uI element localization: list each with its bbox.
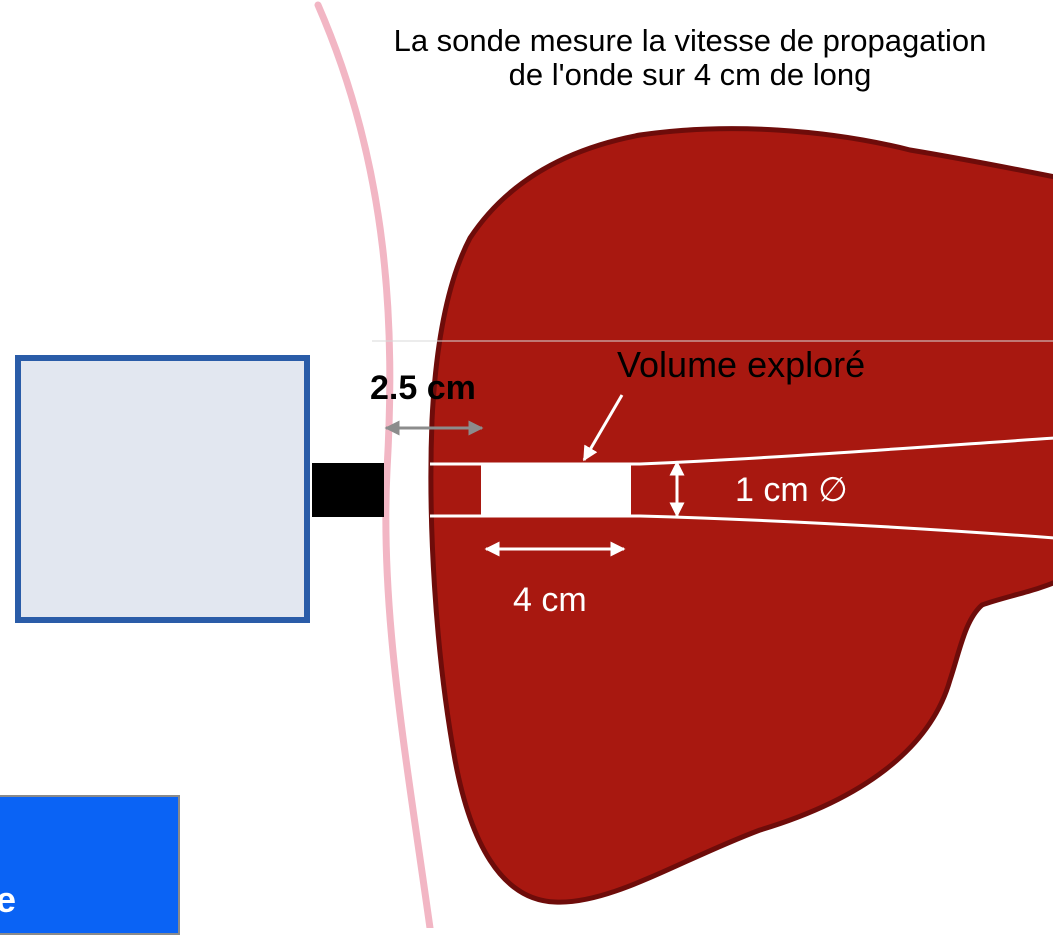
- liver-shape: [428, 126, 1053, 905]
- probe-tip: [312, 463, 384, 517]
- diagram-caption: La sonde mesure la vitesse de propagatio…: [300, 23, 1053, 93]
- blue-panel-text: e: [0, 879, 17, 920]
- depth-label: 2.5 cm: [370, 369, 476, 407]
- blue-panel: e: [0, 795, 180, 935]
- depth-number: 2.5: [370, 369, 418, 407]
- explored-volume-label: Volume exploré: [617, 344, 866, 385]
- skin-line: [314, 1, 434, 928]
- diameter-label: 1 cm ∅: [735, 471, 848, 509]
- explored-volume: [481, 464, 631, 516]
- caption-line-2: de l'onde sur 4 cm de long: [508, 57, 872, 93]
- probe-body: [15, 355, 310, 623]
- length-label: 4 cm: [513, 581, 587, 619]
- caption-line-1: La sonde mesure la vitesse de propagatio…: [393, 23, 987, 58]
- depth-unit: cm: [426, 369, 476, 407]
- volume-pointer: [582, 394, 624, 462]
